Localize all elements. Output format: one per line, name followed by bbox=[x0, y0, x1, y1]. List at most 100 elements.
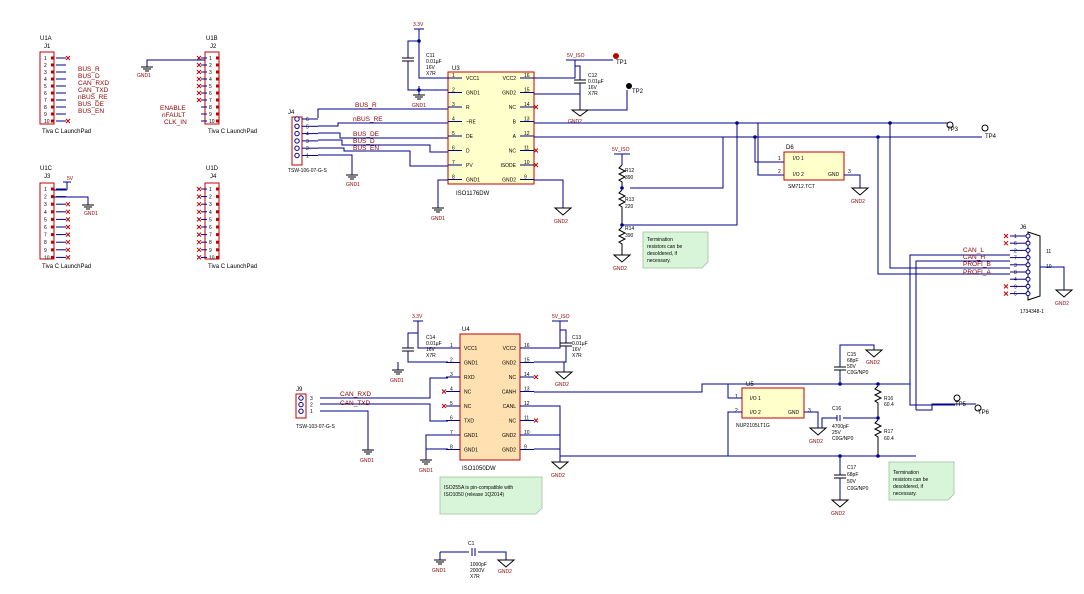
pin-number: 1 bbox=[310, 409, 313, 415]
u3-ref: U3 bbox=[452, 66, 460, 72]
d6-num1: 1 bbox=[778, 156, 781, 162]
tp6-label: TP6 bbox=[978, 410, 990, 416]
pin-name: NC bbox=[509, 149, 517, 155]
note-termination-2: Termination resistors can be desoldered,… bbox=[888, 461, 955, 501]
j6-shell-11: 11 bbox=[1046, 249, 1051, 255]
note2-line2: resistors can be bbox=[893, 477, 929, 483]
r17-ref: R17 bbox=[884, 429, 893, 435]
no-connect-mark bbox=[65, 224, 71, 230]
j2-part: Tiva C LaunchPad bbox=[208, 129, 257, 135]
pin-number: 3 bbox=[44, 70, 47, 76]
c12-symbol bbox=[574, 79, 586, 84]
pin-number: 3 bbox=[450, 372, 453, 378]
ground-symbol bbox=[420, 459, 432, 465]
c17-ref: C17 bbox=[847, 465, 856, 471]
pin-marker bbox=[298, 408, 304, 414]
no-connect-mark bbox=[1003, 233, 1009, 239]
c15-symbol bbox=[834, 366, 846, 371]
pin-number: 16 bbox=[524, 73, 530, 79]
gnd2-symbol bbox=[570, 109, 590, 117]
no-connect-mark bbox=[65, 232, 71, 237]
j4-lp-ref: J4 bbox=[210, 174, 217, 180]
gnd2-symbol bbox=[850, 187, 870, 196]
j9-gnd-wire bbox=[320, 410, 369, 450]
pin-number: 3 bbox=[209, 202, 212, 208]
pin-marker bbox=[1025, 276, 1031, 282]
pin-name: TXD bbox=[464, 419, 474, 425]
d6-num2: 2 bbox=[778, 169, 781, 175]
j4-part: TSW-106-07-G-S bbox=[288, 168, 327, 174]
c16-wire bbox=[821, 415, 878, 428]
pin-number: 11 bbox=[524, 416, 529, 422]
c13-voltage: 16V bbox=[572, 347, 582, 353]
u3-vcc2-wire bbox=[534, 59, 584, 79]
no-connect-mark bbox=[196, 232, 202, 237]
pin-marker bbox=[298, 401, 304, 408]
pin-number: 4 bbox=[44, 210, 47, 216]
wire-canl bbox=[534, 405, 916, 457]
no-connect-mark bbox=[65, 217, 71, 222]
pin-number: 8 bbox=[452, 175, 455, 181]
no-connect-mark bbox=[65, 55, 71, 61]
no-connect-mark bbox=[196, 217, 202, 222]
pin-marker bbox=[216, 98, 219, 102]
j3-gnd-wire bbox=[54, 196, 89, 205]
pin-marker bbox=[216, 233, 219, 237]
u5-pin2-wire bbox=[727, 411, 742, 456]
u4-pin78-wire bbox=[425, 434, 448, 450]
ground-symbol bbox=[141, 66, 153, 72]
c13-symbol bbox=[560, 342, 572, 347]
pin-number: 16 bbox=[524, 343, 530, 349]
u1c-ref: U1C bbox=[40, 166, 53, 172]
tp4-label: TP4 bbox=[985, 134, 997, 140]
pin-marker bbox=[216, 240, 219, 244]
c16-ref: C16 bbox=[832, 406, 841, 412]
pin-number: 2 bbox=[452, 88, 455, 94]
pin-number: 4 bbox=[1014, 277, 1017, 283]
tp5-marker bbox=[953, 394, 961, 402]
pin-number: 6 bbox=[209, 225, 212, 231]
note2-line4: necessary. bbox=[893, 491, 917, 497]
no-connect-mark bbox=[196, 224, 202, 230]
pin-number: 8 bbox=[209, 240, 212, 246]
wire-bus-r bbox=[317, 108, 448, 118]
wire-nbus-re bbox=[318, 122, 448, 127]
term-5viso-wire bbox=[614, 153, 630, 165]
wire-bus-en bbox=[318, 147, 448, 167]
r16-value: 60.4 bbox=[884, 402, 894, 408]
u4-33v-label: 3.3V bbox=[412, 314, 423, 320]
pin-number: 2 bbox=[209, 63, 212, 69]
u5-pin1: I/O 1 bbox=[750, 396, 761, 402]
pin-marker bbox=[1025, 269, 1031, 275]
net-bus-d: BUS_D bbox=[78, 73, 100, 80]
u3-vcc1-wire bbox=[414, 28, 448, 79]
c11-voltage: 16V bbox=[426, 65, 436, 71]
r14-ref: R14 bbox=[625, 226, 634, 232]
pin-marker bbox=[216, 112, 219, 116]
ground-symbol bbox=[413, 94, 425, 100]
pin-number: 5 bbox=[450, 401, 453, 407]
pin-marker bbox=[216, 225, 219, 229]
u4-pin910-wire bbox=[534, 434, 561, 462]
gnd2-symbol bbox=[554, 371, 574, 380]
pin-number: 4 bbox=[450, 387, 453, 393]
u3-net-bus-r: BUS_R bbox=[355, 102, 377, 109]
wire-bus-d bbox=[318, 139, 448, 153]
u5-num1: 1 bbox=[735, 394, 738, 400]
c14-symbol bbox=[402, 347, 414, 352]
note-termination-1: Termination resistors can be desoldered,… bbox=[642, 231, 709, 269]
pin-marker bbox=[51, 240, 54, 244]
tp3-marker bbox=[946, 121, 954, 129]
tp2-marker bbox=[626, 83, 632, 89]
term-5viso-label: 5V_ISO bbox=[612, 147, 630, 153]
pin-marker bbox=[51, 112, 54, 116]
u3-part: ISO1176DW bbox=[456, 191, 490, 197]
pin-number: 2 bbox=[306, 146, 309, 152]
u5-pin1-wire bbox=[727, 384, 742, 399]
pin-number: 10 bbox=[209, 119, 215, 125]
pin-number: 2 bbox=[44, 63, 47, 69]
j9-gnd-label: GND1 bbox=[360, 458, 374, 464]
j3-5v-label: 5V bbox=[67, 176, 74, 182]
pin-number: 9 bbox=[1014, 284, 1017, 290]
